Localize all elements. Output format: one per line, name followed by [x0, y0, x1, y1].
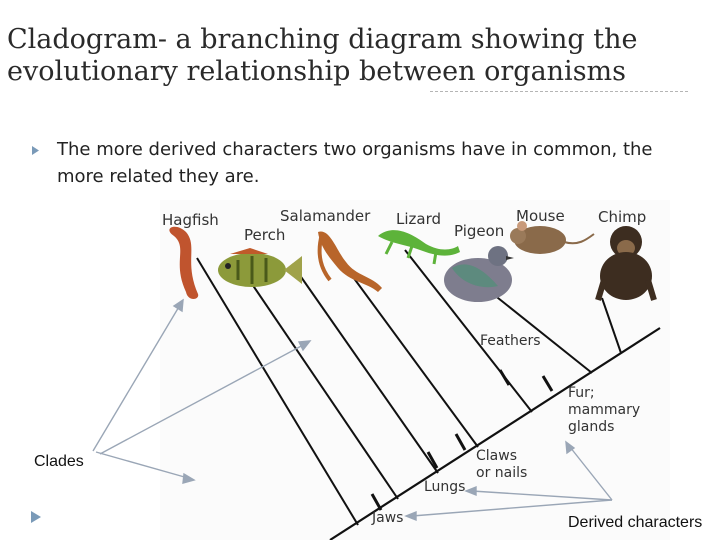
label-perch: Perch: [244, 226, 285, 244]
lungs-tick: [426, 451, 439, 469]
bullet-arrow-icon: [32, 146, 39, 155]
label-pigeon: Pigeon: [454, 222, 504, 240]
label-lungs: Lungs: [424, 479, 465, 495]
perch-illustration: [218, 248, 302, 287]
pigeon-illustration: [444, 246, 514, 302]
fur-tick: [541, 375, 554, 392]
branch-perch: [251, 283, 399, 500]
claws-tick: [454, 433, 467, 451]
branch-hagfish: [196, 257, 359, 526]
label-derived-characters: Derived characters: [568, 514, 702, 531]
bullet-text: The more derived characters two organism…: [57, 139, 653, 187]
chimp-illustration: [595, 226, 657, 301]
branch-lizard: [341, 261, 479, 448]
label-mouse: Mouse: [516, 207, 565, 225]
nav-arrow-icon: [31, 511, 41, 523]
branch-salamander: [291, 263, 439, 474]
label-clades: Clades: [34, 453, 84, 470]
branch-chimp: [601, 297, 622, 354]
branch-pigeon: [404, 249, 533, 413]
annotation-arrows: [92, 298, 613, 522]
label-chimp: Chimp: [598, 208, 646, 226]
label-claws-line2: or nails: [476, 465, 527, 481]
label-lizard: Lizard: [396, 210, 441, 228]
label-fur-line3: glands: [568, 419, 614, 435]
label-feathers: Feathers: [480, 333, 541, 349]
feathers-tick: [498, 369, 511, 386]
lizard-illustration: [378, 230, 460, 265]
hagfish-illustration: [169, 226, 199, 299]
label-jaws: Jaws: [371, 510, 403, 526]
label-fur-line2: mammary: [568, 402, 640, 418]
label-salamander: Salamander: [280, 207, 371, 225]
label-hagfish: Hagfish: [162, 211, 219, 229]
label-fur-line1: Fur;: [568, 385, 595, 401]
slide-title: Cladogram- a branching diagram showing t…: [7, 24, 638, 87]
jaws-tick: [370, 493, 383, 511]
cladogram-trunk: [329, 327, 661, 540]
salamander-illustration: [317, 231, 382, 292]
title-divider: [430, 91, 688, 92]
label-claws-line1: Claws: [476, 448, 517, 464]
mouse-illustration: [510, 221, 595, 254]
